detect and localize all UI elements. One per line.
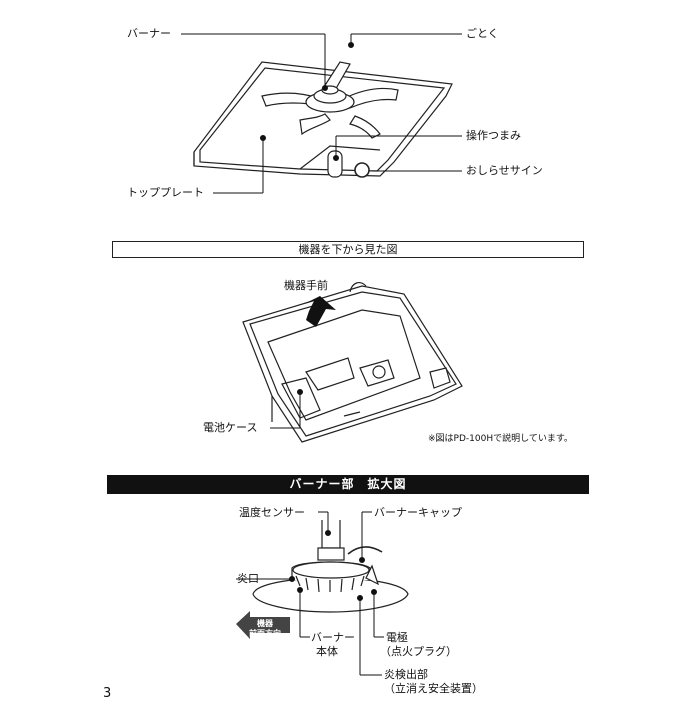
burner-body-label-2: 本体: [316, 645, 338, 658]
burner-detail-drawing: [252, 520, 409, 613]
page-number: 3: [103, 686, 112, 701]
bottom-leader-lines: [270, 389, 303, 429]
front-direction-arrow: [304, 296, 336, 327]
electrode-label-2: （点火プラグ）: [380, 645, 457, 658]
sign-label: おしらせサイン: [466, 164, 543, 177]
temp-sensor-label: 温度センサー: [239, 506, 305, 519]
flame-port-label: 炎口: [237, 572, 259, 585]
front-direction-arrow-left: [236, 611, 290, 639]
bottom-view-title: 機器を下から見た図: [112, 241, 584, 258]
top-plate-label: トッププレート: [127, 186, 204, 199]
electrode-label-1: 電極: [386, 631, 408, 644]
burner-leader-lines: [236, 511, 384, 676]
burner-cap-label: バーナーキャップ: [374, 506, 462, 519]
burner-label: バーナー: [127, 27, 171, 40]
burner-body-label-1: バーナー: [311, 631, 355, 644]
front-label: 機器手前: [284, 279, 328, 292]
battery-case-label: 電池ケース: [203, 421, 258, 434]
stove-top-drawing: [193, 61, 453, 178]
front-direction-label: 機器 前面方向: [249, 619, 281, 638]
model-note: ※図はPD-100Hで説明しています。: [428, 434, 573, 444]
top-leader-lines: [181, 33, 462, 194]
flame-detector-label-2: （立消え安全装置）: [384, 682, 483, 695]
bottom-view-drawing: [242, 282, 463, 443]
burner-detail-title: バーナー部 拡大図: [107, 475, 589, 494]
knob-label: 操作つまみ: [466, 129, 521, 142]
gotoku-label: ごとく: [466, 27, 499, 40]
flame-detector-label-1: 炎検出部: [384, 668, 428, 681]
